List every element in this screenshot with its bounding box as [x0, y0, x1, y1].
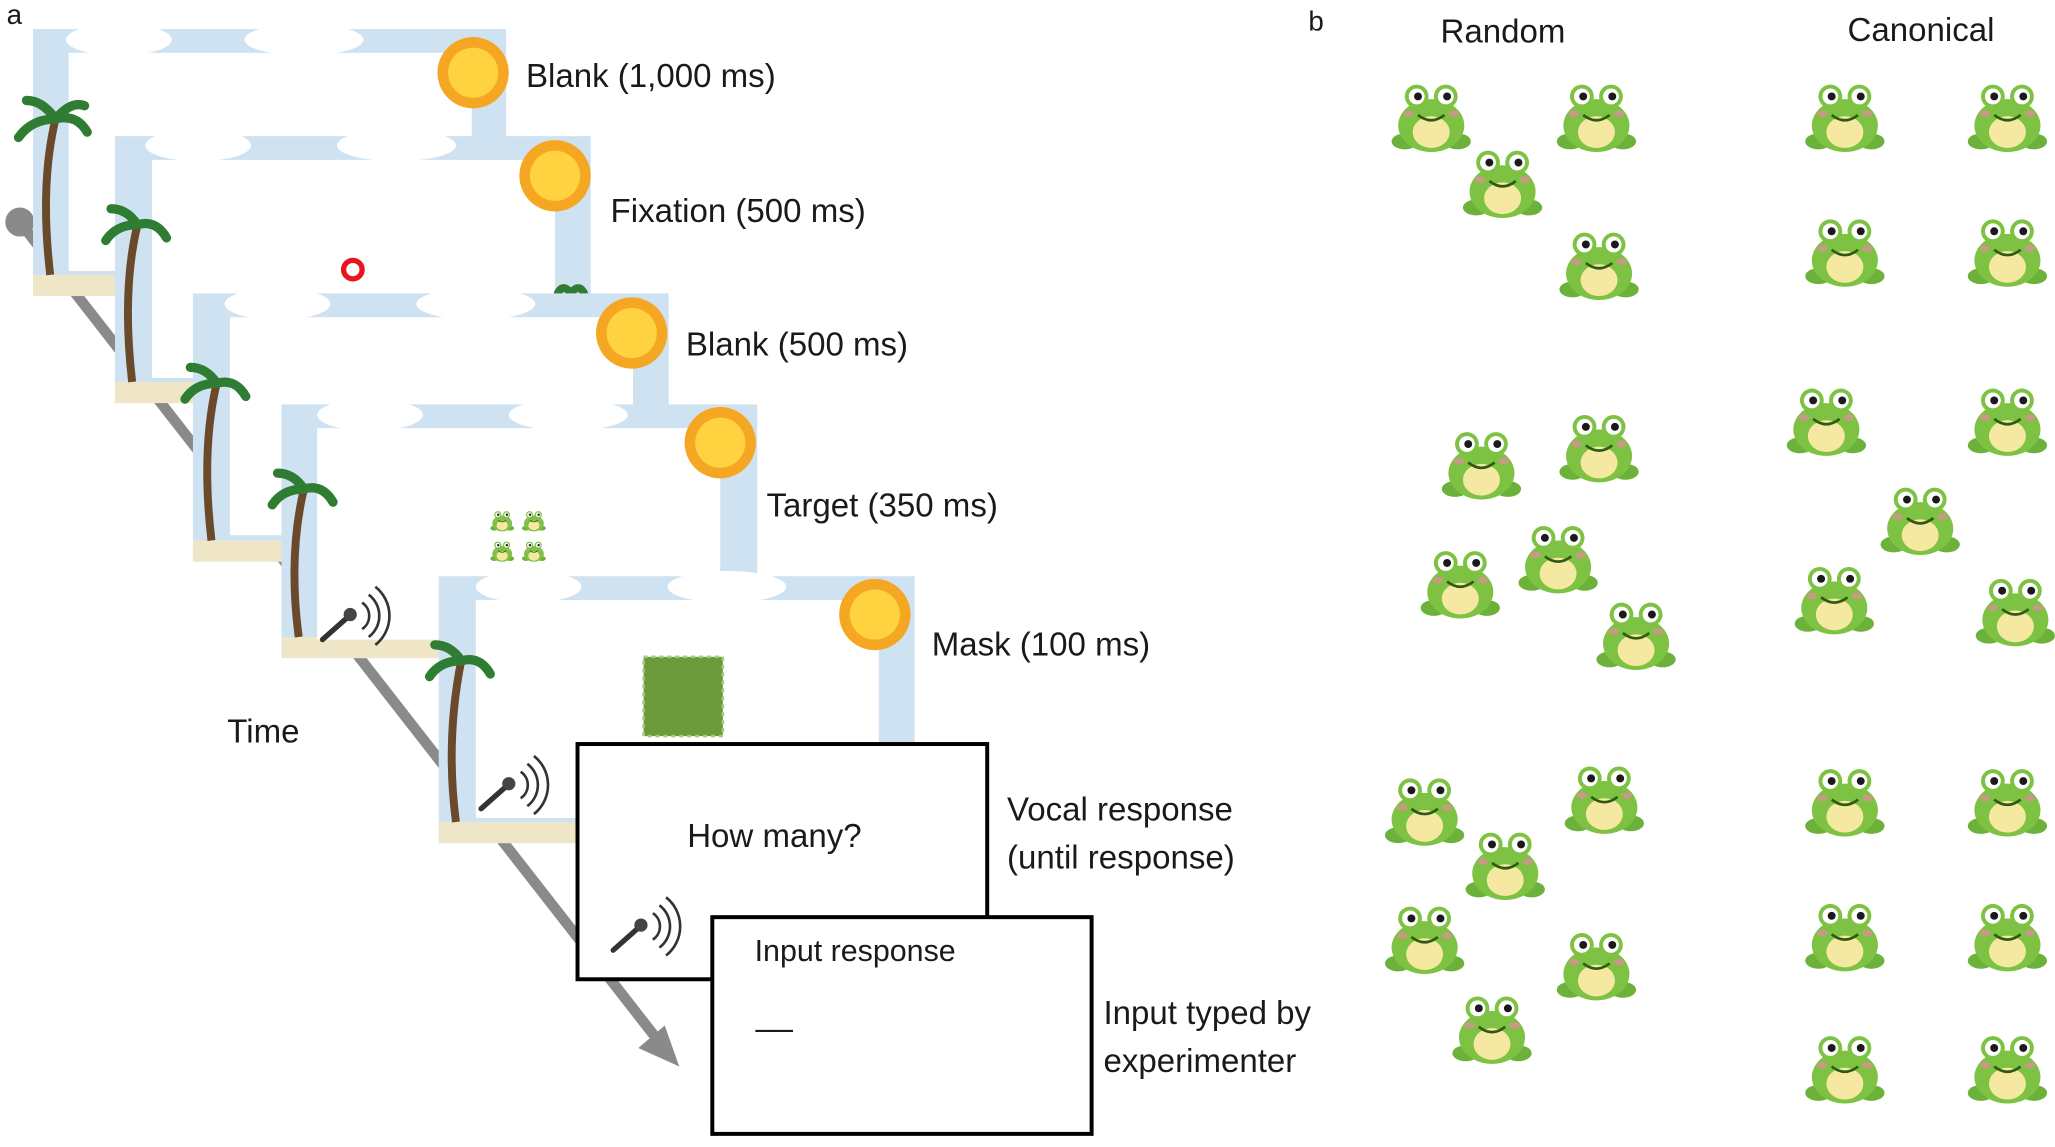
frog-icon: [1383, 905, 1466, 976]
frame-label-mask: Mask (100 ms): [931, 626, 1151, 664]
frog-icon: [1879, 486, 1962, 557]
frog-icon: [1803, 218, 1886, 289]
frame-label-blank-2: Blank (500 ms): [685, 326, 909, 364]
frog-icon: [1451, 995, 1533, 1066]
vocal-response-label-1: Vocal response: [1007, 791, 1233, 829]
canonical-frog-arrays: [1785, 83, 2055, 1105]
column-title-canonical: Canonical: [1847, 11, 1995, 49]
frog-icon: [1785, 387, 1868, 458]
noise-mask: [643, 656, 723, 737]
frog-icon: [1803, 1034, 1886, 1105]
frog-icon: [1555, 931, 1638, 1002]
panel-a-letter: a: [6, 0, 23, 31]
time-label: Time: [227, 713, 300, 751]
frog-icon: [1558, 413, 1641, 484]
frog-icon: [1419, 549, 1502, 620]
frog-icon: [1974, 577, 2055, 648]
frog-icon: [1390, 83, 1473, 154]
frog-icon: [1966, 902, 2049, 973]
frame-label-fixation: Fixation (500 ms): [610, 192, 866, 230]
input-response-label-2: experimenter: [1103, 1042, 1297, 1080]
input-response-heading: Input response: [754, 933, 956, 968]
frog-icon: [1793, 565, 1876, 636]
frog-icon: [1383, 777, 1466, 848]
frog-icon: [1966, 767, 2049, 838]
frog-icon: [1966, 387, 2049, 458]
frog-icon: [1595, 601, 1678, 672]
frame-label-target: Target (350 ms): [766, 487, 998, 525]
frame-label-blank-1: Blank (1,000 ms): [525, 58, 776, 96]
frog-icon: [1464, 831, 1547, 902]
input-cursor: __: [755, 996, 793, 1034]
frog-icon: [1563, 765, 1646, 836]
frog-icon: [1803, 767, 1886, 838]
frog-icon: [1555, 83, 1638, 154]
frog-icon: [1517, 524, 1600, 595]
column-title-random: Random: [1440, 13, 1566, 51]
frog-icon: [1440, 430, 1523, 501]
how-many-prompt: How many?: [687, 818, 862, 856]
frog-icon: [1803, 902, 1886, 973]
frog-icon: [1558, 231, 1641, 302]
panel-b-letter: b: [1308, 6, 1324, 38]
frog-icon: [1461, 149, 1544, 220]
frame-input-response: [710, 915, 1094, 1136]
fixation-circle: [340, 257, 365, 282]
frog-icon: [1803, 83, 1886, 154]
frog-icon: [1966, 1034, 2049, 1105]
frog-icon: [1966, 218, 2049, 289]
input-response-label-1: Input typed by: [1103, 995, 1312, 1033]
vocal-response-label-2: (until response): [1007, 839, 1235, 877]
frog-icon: [1966, 83, 2049, 154]
random-frog-arrays: [1383, 83, 1678, 1066]
